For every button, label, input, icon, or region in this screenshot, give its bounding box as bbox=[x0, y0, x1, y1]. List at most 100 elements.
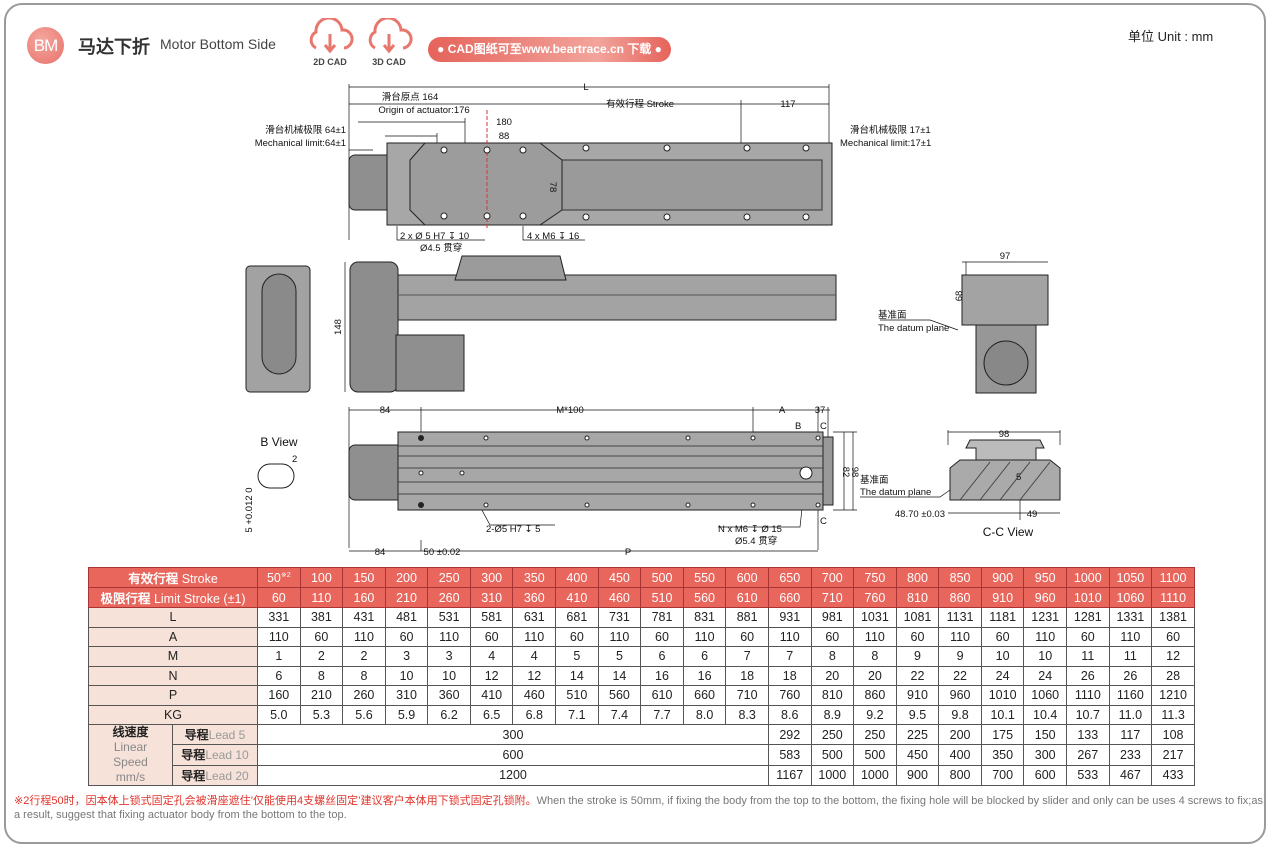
cell: 310 bbox=[469, 587, 514, 608]
cell: 981 bbox=[810, 607, 855, 628]
mech-limit-right-en: Mechanical limit:17±1 bbox=[840, 138, 931, 149]
cell: 260 bbox=[342, 685, 386, 706]
cell: 1000 bbox=[853, 764, 897, 787]
cad-2d-download[interactable]: 2D CAD bbox=[304, 16, 356, 67]
cell: 267 bbox=[1066, 744, 1110, 766]
hole-spec-4b: Ø5.4 贯穿 bbox=[735, 535, 777, 547]
cell: 60 bbox=[384, 626, 429, 647]
stroke-label-cn: 有效行程 bbox=[128, 572, 179, 586]
stroke-label-en: Stroke bbox=[181, 572, 218, 586]
cell: 650 bbox=[767, 567, 812, 588]
datum-cn: 基准面 bbox=[878, 309, 907, 321]
footnote-cn: ※2行程50时，因本体上锁式固定孔会被滑座遮住’仅能使用4支螺丝固定’建议客户本… bbox=[14, 795, 537, 807]
cell: 731 bbox=[597, 607, 642, 628]
cell: 5 bbox=[597, 646, 642, 667]
cell: 210 bbox=[299, 685, 344, 706]
cell: 481 bbox=[384, 607, 429, 628]
cell: 11 bbox=[1066, 646, 1110, 667]
cell: 450 bbox=[895, 744, 940, 766]
cell: 760 bbox=[767, 685, 812, 706]
cell: 860 bbox=[938, 587, 982, 608]
cell: 12 bbox=[469, 665, 514, 686]
dim-82: 82 bbox=[840, 467, 851, 478]
dim-97: 97 bbox=[1000, 251, 1011, 262]
stroke-value: 800 bbox=[907, 570, 928, 585]
cell: 6 bbox=[682, 646, 727, 667]
cell: 24 bbox=[980, 665, 1025, 686]
dim-98: 98 bbox=[849, 467, 860, 478]
b-view-title: B View bbox=[260, 435, 297, 449]
cc-dim-98: 98 bbox=[999, 429, 1010, 440]
lead-en: Lead 5 bbox=[208, 728, 246, 743]
hole-spec-4: N x M6 ↧ Ø 15 bbox=[718, 524, 782, 535]
cell: 960 bbox=[1023, 587, 1067, 608]
cell: 24 bbox=[1023, 665, 1067, 686]
lead-label: 导程Lead 20 bbox=[171, 764, 259, 787]
dim-37: 37 bbox=[815, 405, 826, 416]
row-label: KG bbox=[87, 704, 259, 725]
cell: 710 bbox=[810, 587, 855, 608]
cell: 18 bbox=[767, 665, 812, 686]
speed-label-cn: 线速度 bbox=[112, 725, 149, 740]
cell: 600 bbox=[725, 567, 769, 588]
cell: 60 bbox=[980, 626, 1025, 647]
cell: 100 bbox=[299, 567, 344, 588]
cell: 881 bbox=[725, 607, 769, 628]
cell: 233 bbox=[1108, 744, 1153, 766]
cell: 800 bbox=[938, 764, 982, 787]
datum-en: The datum plane bbox=[878, 323, 949, 334]
cell: 1181 bbox=[980, 607, 1025, 628]
cell: 931 bbox=[767, 607, 812, 628]
datum-cn-2: 基准面 bbox=[860, 474, 889, 486]
cell: 1081 bbox=[895, 607, 940, 628]
stroke-value: 650 bbox=[779, 570, 801, 585]
dim-68: 68 bbox=[954, 291, 965, 302]
cell: 9.2 bbox=[853, 704, 897, 725]
stroke-value: 550 bbox=[694, 570, 716, 585]
cell: 14 bbox=[597, 665, 642, 686]
dim-148: 148 bbox=[333, 319, 344, 335]
cell: 600 bbox=[1023, 764, 1067, 787]
cell: 60 bbox=[1066, 626, 1110, 647]
speed-span-cell: 600 bbox=[257, 744, 769, 766]
title-cn: 马达下折 bbox=[78, 37, 150, 57]
cell: 960 bbox=[938, 685, 982, 706]
cell: 217 bbox=[1151, 744, 1195, 766]
dim-84-bottom: 84 bbox=[375, 547, 386, 558]
cell: 60 bbox=[1151, 626, 1195, 647]
stroke-value: 500 bbox=[651, 570, 673, 585]
dim-A: A bbox=[779, 405, 786, 416]
cell: 210 bbox=[384, 587, 429, 608]
cell: 781 bbox=[640, 607, 684, 628]
cell: 310 bbox=[384, 685, 429, 706]
speed-label-en2: Speed bbox=[113, 755, 148, 769]
dim-180: 180 bbox=[496, 117, 512, 128]
cell: 60 bbox=[725, 626, 769, 647]
cell: 110 bbox=[299, 587, 344, 608]
cell: 1167 bbox=[767, 764, 812, 787]
cell: 260 bbox=[427, 587, 471, 608]
cell: 8.3 bbox=[725, 704, 769, 725]
cell: 660 bbox=[767, 587, 812, 608]
cad-3d-download[interactable]: 3D CAD bbox=[363, 16, 415, 67]
cell: 22 bbox=[895, 665, 940, 686]
cell: 117 bbox=[1108, 723, 1153, 746]
cell: 110 bbox=[257, 626, 301, 647]
cell: 200 bbox=[384, 567, 429, 588]
cell: 510 bbox=[640, 587, 684, 608]
cell: 681 bbox=[555, 607, 599, 628]
cell: 6.2 bbox=[427, 704, 471, 725]
cell: 133 bbox=[1066, 723, 1110, 746]
cell: 831 bbox=[682, 607, 727, 628]
lead-en: Lead 10 bbox=[205, 748, 249, 763]
cell: 8.6 bbox=[767, 704, 812, 725]
cell: 9.5 bbox=[895, 704, 940, 725]
download-link[interactable]: ● CAD图纸可至www.beartrace.cn 下载 ● bbox=[428, 37, 671, 62]
cloud-download-icon bbox=[309, 16, 354, 54]
cell: 8 bbox=[853, 646, 897, 667]
cell: 110 bbox=[853, 626, 897, 647]
row-label: M bbox=[87, 646, 259, 667]
